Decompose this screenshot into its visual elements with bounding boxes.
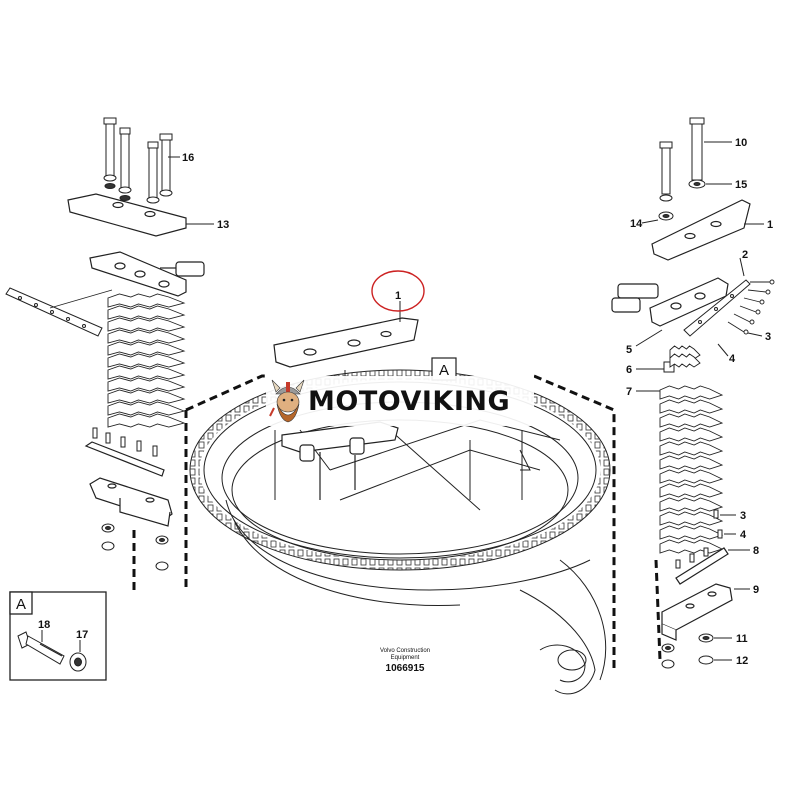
- center-bracket: [281, 421, 399, 500]
- left-shim: [107, 413, 186, 428]
- watermark-text: MOTOVIKING: [308, 385, 511, 417]
- red-highlight-circle: [371, 270, 425, 312]
- right-clamp-block: [611, 277, 729, 327]
- right-shim: [659, 385, 724, 400]
- left-shim: [107, 341, 186, 356]
- callout-right-9: 9: [753, 584, 759, 596]
- left-shim: [107, 377, 186, 392]
- right-wear-plate: [651, 199, 751, 261]
- left-shim: [107, 329, 186, 344]
- left-shim-stack: [107, 293, 186, 428]
- dashed-leader-lines: [132, 374, 662, 670]
- callout-left-16: 16: [182, 152, 194, 164]
- right-shim: [659, 455, 724, 470]
- watermark-banner: MOTOVIKING: [266, 376, 534, 426]
- right-spacer-block: [663, 361, 675, 373]
- right-side-strip: [683, 279, 751, 337]
- right-shim: [659, 413, 724, 428]
- caption-line2: Equipment: [390, 655, 420, 661]
- slewing-ring-gear: [189, 369, 611, 571]
- left-wear-plate: [67, 193, 187, 237]
- left-clamp-block: [89, 251, 205, 297]
- right-lower-pins: [675, 509, 723, 569]
- callout-right-3b: 3: [740, 510, 746, 522]
- left-shim: [107, 389, 186, 404]
- left-side-strip: [5, 287, 103, 337]
- caption-number: 1066915: [385, 663, 425, 674]
- callout-right-11: 11: [736, 633, 748, 645]
- right-shim: [659, 525, 724, 540]
- left-shim: [107, 353, 186, 368]
- callout-right-6: 6: [626, 364, 632, 376]
- inset-letter: A: [16, 596, 26, 613]
- callout-center-1: 1: [395, 290, 401, 302]
- left-shim: [107, 365, 186, 380]
- right-shim-small: [669, 353, 701, 368]
- right-shim: [659, 441, 724, 456]
- section-marker-letter: A: [439, 362, 449, 379]
- callout-right-3a: 3: [765, 331, 771, 343]
- caption-line1: Volvo Construction: [379, 648, 431, 654]
- left-bolts: [103, 117, 173, 204]
- left-lower-pins: [92, 427, 158, 457]
- left-shim: [107, 317, 186, 332]
- callout-right-2: 2: [742, 249, 748, 261]
- right-lower-bracket: [661, 547, 733, 641]
- callout-right-5: 5: [626, 344, 632, 356]
- callout-right-12: 12: [736, 655, 748, 667]
- right-shim: [659, 399, 724, 414]
- left-shim: [107, 293, 186, 308]
- left-lower-bracket: [84, 441, 173, 527]
- right-shim: [659, 483, 724, 498]
- callout-right-10: 10: [735, 137, 747, 149]
- callout-right-14: 14: [630, 218, 643, 230]
- right-shim: [659, 427, 724, 442]
- left-shim: [107, 305, 186, 320]
- right-shim: [659, 469, 724, 484]
- callout-left-13: 13: [217, 219, 229, 231]
- callout-right-15: 15: [735, 179, 747, 191]
- callout-right-4a: 4: [729, 353, 736, 365]
- right-shim: [659, 497, 724, 512]
- right-shim: [659, 511, 724, 526]
- viking-logo-icon: [269, 379, 305, 423]
- right-bolts: [658, 117, 706, 221]
- callout-right-4b: 4: [740, 529, 747, 541]
- callout-right-1: 1: [767, 219, 773, 231]
- center-wear-plate: [273, 317, 419, 368]
- callout-inset-18: 18: [38, 619, 50, 631]
- right-shim-stack: [659, 345, 724, 554]
- inset-nut: [69, 652, 87, 672]
- callout-right-8: 8: [753, 545, 759, 557]
- drawing-caption: Volvo Construction Equipment 1066915: [355, 648, 455, 675]
- right-shim: [659, 539, 724, 554]
- left-lower-nuts: [101, 523, 169, 571]
- right-lower-nuts: [661, 633, 714, 669]
- callout-right-7: 7: [626, 386, 632, 398]
- right-screws: [727, 279, 775, 335]
- left-shim: [107, 401, 186, 416]
- callout-inset-17: 17: [76, 629, 88, 641]
- inset-bolt: [17, 631, 65, 665]
